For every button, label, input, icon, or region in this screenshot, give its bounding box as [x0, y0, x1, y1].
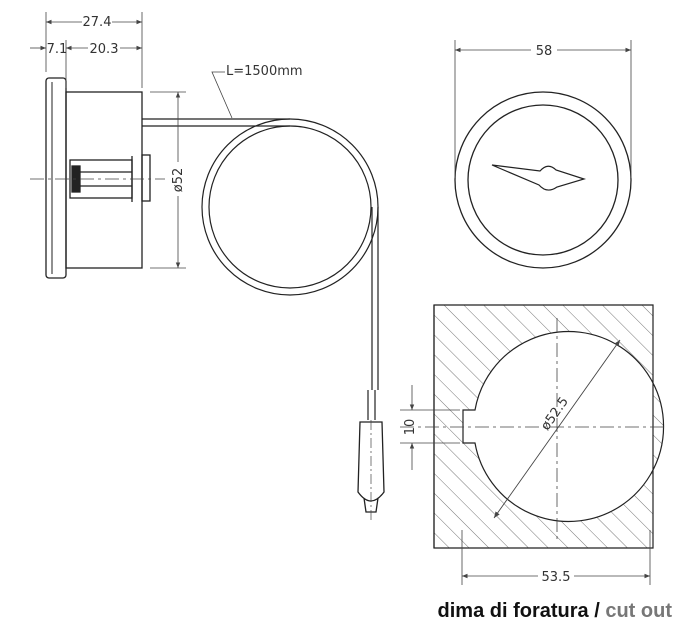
dim-cutout-diameter: ø52.5	[538, 395, 571, 434]
dim-cutout-width: 53.5	[542, 570, 571, 585]
dim-overall-depth: 27.4	[83, 15, 112, 30]
caption-sub: cut out	[605, 600, 672, 622]
front-view	[454, 91, 632, 269]
capillary-tube	[142, 118, 379, 420]
dim-front-diameter: 58	[536, 44, 553, 59]
dim-cutout-key: 10	[403, 419, 418, 436]
sensor-bulb	[357, 420, 385, 520]
front-outer-ring	[454, 91, 632, 269]
caption-main: dima di foratura	[437, 600, 589, 622]
dim-capillary-length: L=1500mm	[226, 64, 303, 79]
caption-separator: /	[588, 600, 606, 622]
cutout-caption: dima di foratura / cut out	[438, 600, 672, 623]
bezel-outline	[45, 77, 67, 279]
dim-body-depth: 20.3	[90, 42, 119, 57]
side-view	[30, 77, 165, 279]
dim-body-diameter: ø52	[171, 168, 186, 193]
front-dial	[467, 104, 619, 256]
cutout-view	[400, 304, 665, 549]
front-dimensions	[454, 40, 632, 178]
gauge-needle	[491, 164, 587, 191]
dim-bezel-depth: 7.1	[47, 42, 68, 57]
